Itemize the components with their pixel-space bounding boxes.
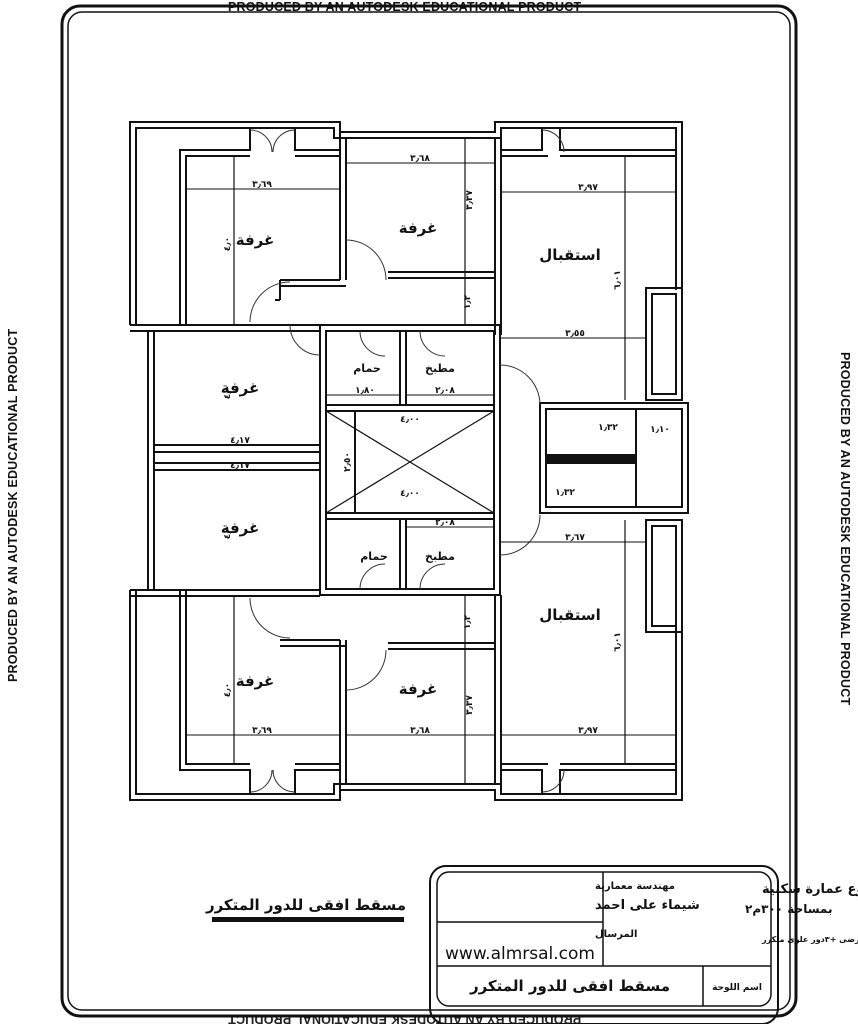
room-label-mid-lower: غرفة (221, 519, 260, 537)
bath-label-upper: حمام (353, 362, 381, 375)
dim-kitchen-upper: ٢٫٠٨ (435, 386, 455, 396)
dim-top-middle-room-height: ٣٫٣٧ (465, 190, 475, 210)
dimension-lines (154, 162, 676, 736)
dim-lightwell-top: ٤٫٠٠ (400, 415, 420, 425)
dim-stair-flight-upper: ١٫٣٢ (598, 423, 618, 433)
dim-corridor-upper: ١٫٢ (463, 294, 473, 309)
dim-bath: ١٫٨٠ (355, 386, 375, 396)
sheet-name-label: اسم اللوحة (712, 983, 762, 993)
dim-bottom-reception: ٣٫٩٧ (578, 726, 598, 736)
dim-side-room-upper: ٤٫١٧ (230, 436, 250, 446)
dim-bottom-left-room: ٣٫٦٩ (252, 726, 272, 736)
door-swings (249, 129, 565, 793)
room-label-bottom-left: غرفة (236, 672, 275, 690)
reception-label-bottom: استقبال (539, 606, 601, 624)
project-title: مشروع عمارة سكنية (762, 882, 858, 897)
sheet-border (60, 4, 798, 1018)
dim-lightwell-bottom: ٤٫٠٠ (400, 489, 420, 499)
dim-top-left-room: ٣٫٦٩ (252, 180, 272, 190)
dim-stair-width: ١٫١٠ (650, 425, 670, 435)
dim-room-height-mid-lower: ٤٫٠ (223, 525, 233, 539)
drawing-title: مسقط افقى للدور المتكرر (205, 896, 406, 914)
dim-top-middle-room: ٣٫٦٨ (410, 154, 430, 164)
project-area: بمساحة ٣٠٠م٢ (745, 902, 832, 917)
dim-bottom-middle-room: ٣٫٦٨ (410, 726, 430, 736)
kitchen-label-upper: مطبخ (425, 362, 455, 375)
dim-corridor-lower: ١٫٢ (463, 614, 473, 629)
bath-label-lower: حمام (360, 550, 388, 563)
dim-bottom-middle-room-height: ٣٫٣٧ (465, 695, 475, 715)
dim-stair-flight-lower: ١٫٣٢ (555, 488, 575, 498)
reception-label-top: استقبال (539, 246, 601, 264)
drawing-title-underline (212, 917, 404, 922)
sender-label: المرسال (595, 929, 637, 940)
sheet-name: مسقط افقى للدور المتكرر (469, 977, 670, 995)
room-label-top-left: غرفة (236, 231, 275, 249)
dim-upper-reception-lower: ٣٫٥٥ (565, 329, 585, 339)
room-label-top-middle: غرفة (399, 219, 438, 237)
dim-side-room-lower: ٤٫١٧ (230, 461, 250, 471)
project-description: بدروم+ارضى +٣دور علوى متكرر (761, 935, 858, 944)
dim-room-height-mid-upper: ٤٫٠ (223, 385, 233, 399)
dim-room-height-bottom-left: ٤٫٠ (223, 683, 233, 697)
title-block (429, 865, 779, 1024)
kitchen-label-lower: مطبخ (425, 550, 455, 563)
website-link[interactable]: www.almrsal.com (445, 944, 595, 964)
dim-reception-height-bottom: ٦٫٠١ (613, 632, 623, 652)
dim-reception-height-top: ٦٫٠١ (613, 270, 623, 290)
designer-role: مهندسة معمارية (595, 881, 675, 892)
dim-lightwell-height: ٢٫٥٠ (343, 452, 353, 472)
designer-name: شيماء على احمد (595, 898, 700, 913)
dim-kitchen-lower: ٢٫٠٨ (435, 518, 455, 528)
room-label-mid-upper: غرفة (221, 379, 260, 397)
room-label-bottom-middle: غرفة (399, 680, 438, 698)
dim-top-reception: ٣٫٩٧ (578, 183, 598, 193)
dim-room-height-top-left: ٤٫٠ (223, 237, 233, 251)
dim-lower-reception-upper: ٣٫٦٧ (565, 533, 585, 543)
walls (129, 121, 689, 801)
